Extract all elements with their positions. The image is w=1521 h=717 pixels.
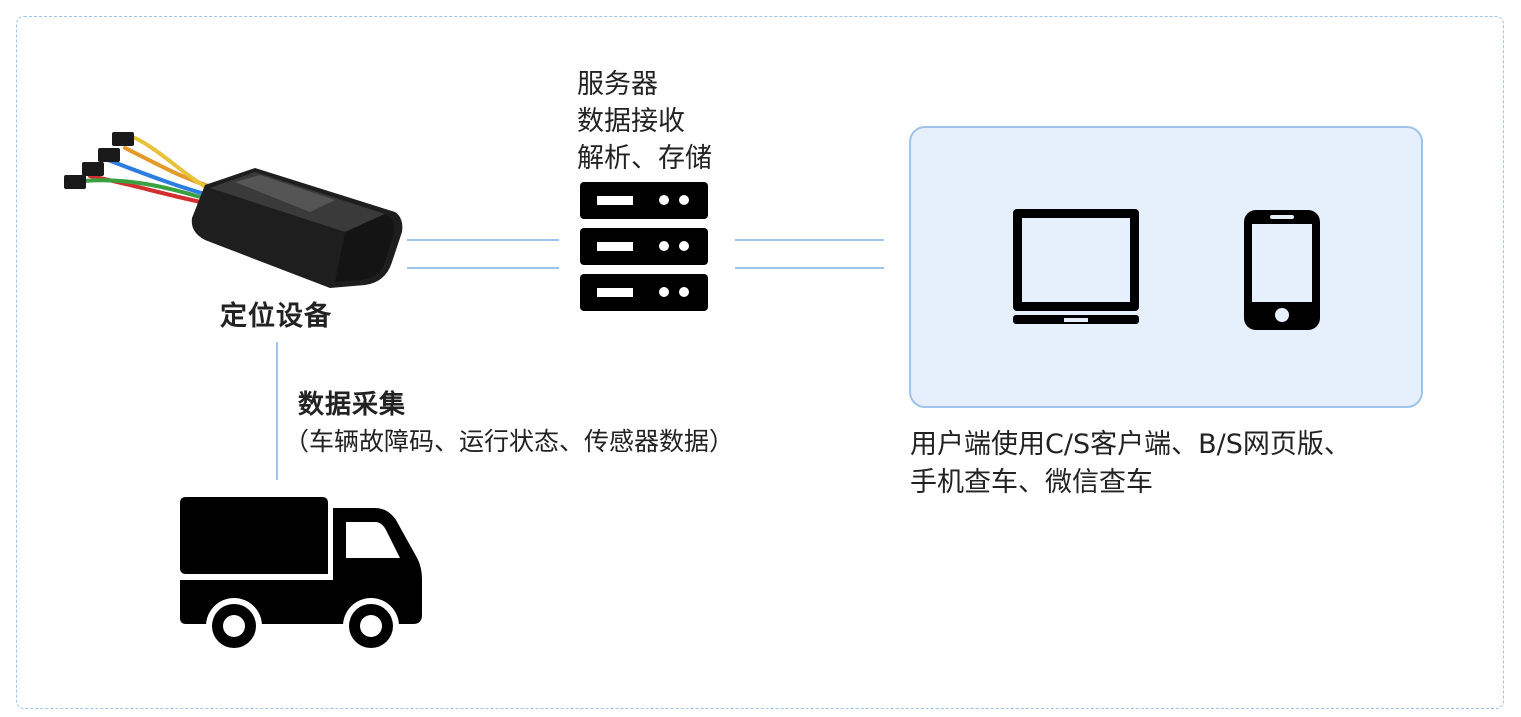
client-box <box>909 126 1423 408</box>
server-label: 服务器 数据接收 解析、存储 <box>577 66 712 177</box>
server-label-line-2: 数据接收 <box>577 106 685 137</box>
phone-icon <box>1244 210 1320 330</box>
client-label-line-2: 手机查车、微信查车 <box>910 467 1153 498</box>
client-label: 用户端使用C/S客户端、B/S网页版、 手机查车、微信查车 <box>910 426 1351 502</box>
client-label-line-1: 用户端使用C/S客户端、B/S网页版、 <box>910 429 1351 460</box>
dashed-frame <box>16 16 1504 709</box>
laptop-icon <box>1013 209 1139 324</box>
server-label-line-3: 解析、存储 <box>577 143 712 174</box>
server-label-line-1: 服务器 <box>577 69 658 100</box>
collection-title: 数据采集 <box>298 390 407 420</box>
collection-detail: （车辆故障码、运行状态、传感器数据） <box>284 427 735 456</box>
device-label: 定位设备 <box>220 301 332 332</box>
